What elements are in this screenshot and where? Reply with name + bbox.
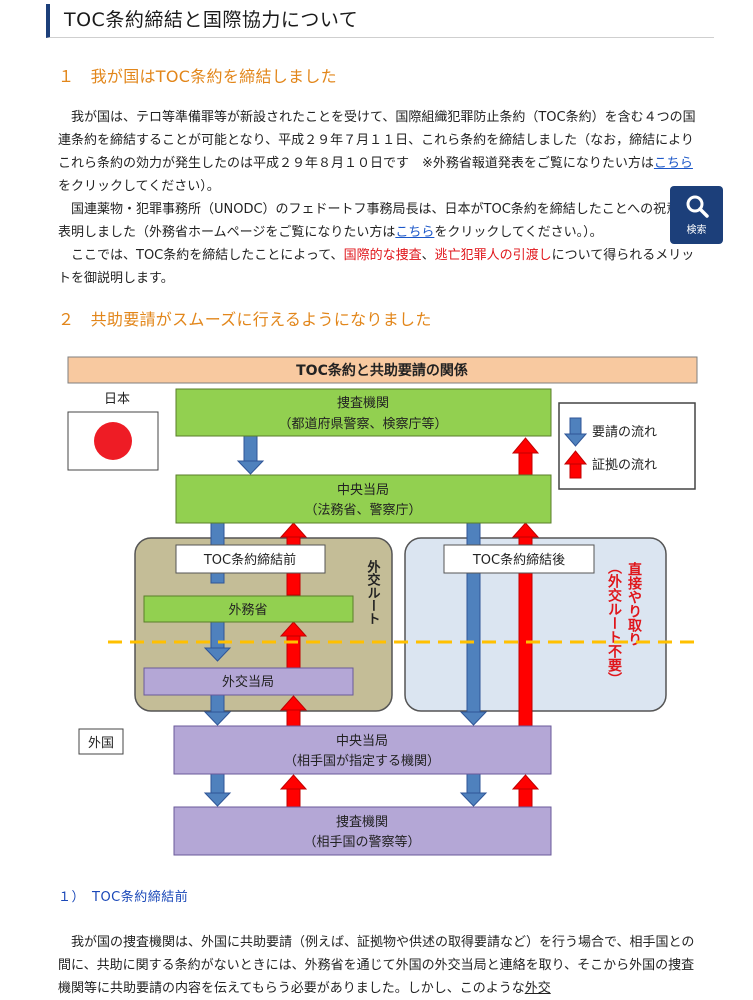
request-arrow-1 (236, 435, 265, 475)
jp-investigation-title: 捜査機関 (337, 396, 389, 411)
jp-central-title: 中央当局 (337, 483, 389, 498)
japan-flag-circle (94, 422, 132, 460)
jp-central-sub: （法務省、警察庁） (304, 502, 421, 518)
legend-evidence-icon (563, 450, 588, 479)
mofa-press-link[interactable]: こちら (653, 156, 693, 171)
legend-box (558, 402, 696, 490)
evidence-arrow-before-3 (279, 695, 308, 727)
page-title: TOC条約締結と国際協力について (46, 4, 714, 38)
diagram-title-bar (67, 356, 698, 384)
evidence-arrow-1 (511, 437, 540, 476)
after-label: TOC条約締結後 (472, 552, 565, 568)
foreign-diplomatic-box (143, 667, 354, 696)
foreign-central-box (173, 725, 552, 775)
direct-note-label: （外交ルート不要） (606, 560, 623, 686)
foreign-investigation-title: 捜査機関 (336, 815, 388, 830)
search-button[interactable]: 検索 (670, 186, 723, 244)
section-1-paragraph-2: 国連薬物・犯罪事務所（UNODC）のフェドートフ事務局長は、日本がTOC条約を締… (58, 202, 693, 240)
mofa-box (143, 595, 354, 623)
foreign-central-sub: （相手国が指定する機関） (284, 754, 440, 769)
diagram-title: TOC条約と共助要請の関係 (296, 362, 468, 379)
search-icon (686, 195, 709, 218)
before-label-box (175, 544, 326, 574)
search-label: 検索 (686, 225, 707, 236)
japan-label: 日本 (104, 392, 130, 407)
jp-central-box (175, 474, 552, 524)
section-2-sub-heading: １） TOC条約締結前 (58, 890, 189, 905)
foreign-investigation-sub: （相手国の警察等） (303, 834, 420, 850)
section-2-heading: ２ 共助要請がスムーズに行えるようになりました (58, 310, 432, 329)
toc-mutual-assistance-diagram: TOC条約と共助要請の関係 日本 (67, 356, 698, 856)
mofa-label: 外務省 (228, 603, 267, 618)
legend-request-label: 要請の流れ (592, 425, 657, 440)
direct-exchange-label: 直接やり取り (626, 561, 642, 646)
section-1-paragraph-1: 我が国は、テロ等準備罪等が新設されたことを受けて、国際組織犯罪防止条約（TOC条… (58, 110, 696, 194)
request-arrow-foreign (203, 773, 488, 807)
evidence-arrow-foreign (279, 774, 540, 808)
jp-investigation-box (175, 388, 552, 437)
diplomatic-route-label: 外交ルート (365, 559, 382, 625)
section-1-heading: １ 我が国はTOC条約を締結しました (58, 67, 337, 86)
foreign-investigation-box (173, 806, 552, 856)
section-1-paragraph-3: ここでは、TOC条約を締結したことによって、国際的な捜査、逃亡犯罪人の引渡しにつ… (58, 248, 695, 286)
legend-request-icon (563, 417, 588, 447)
foreign-label-box (78, 728, 124, 755)
request-arrow-before-3 (203, 694, 232, 726)
section-2-paragraph-1: 我が国の捜査機関は、外国に共助要請（例えば、証拠物や供述の取得要請など）を行う場… (58, 935, 695, 996)
foreign-central-title: 中央当局 (336, 734, 388, 749)
foreign-diplomatic-label: 外交当局 (222, 674, 274, 690)
legend-evidence-label: 証拠の流れ (592, 458, 657, 473)
mofa-homepage-link[interactable]: こちら (395, 225, 435, 240)
before-label: TOC条約締結前 (203, 552, 296, 568)
jp-investigation-sub: （都道府県警察、検察庁等） (278, 416, 447, 432)
foreign-label: 外国 (88, 736, 114, 751)
after-label-box (443, 544, 595, 574)
evidence-arrow-before-2 (279, 621, 308, 669)
